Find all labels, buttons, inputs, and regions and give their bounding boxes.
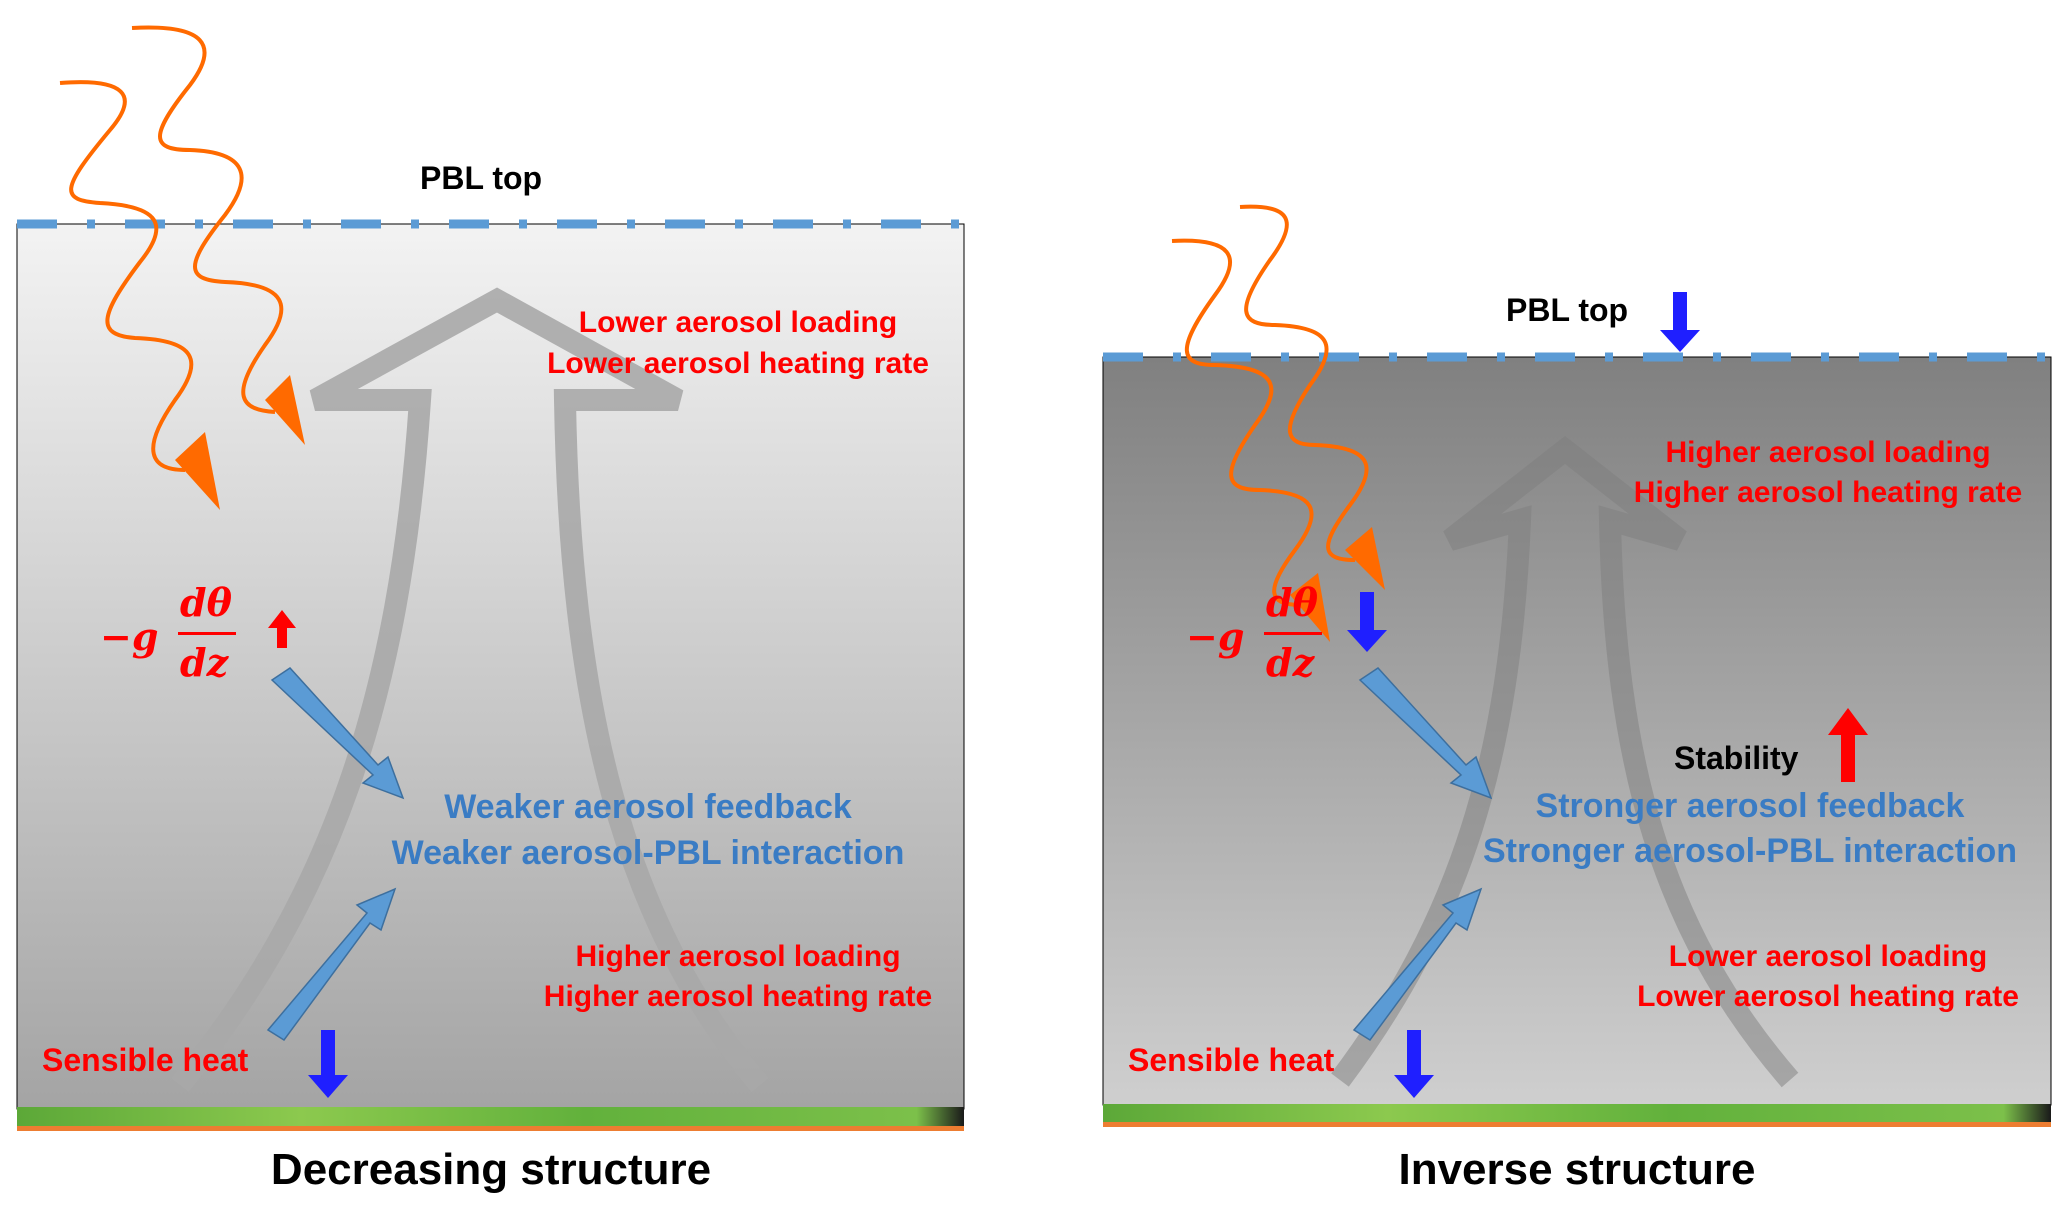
influence-arrow-icon <box>1358 667 1493 800</box>
lapse-rate-fraction-bar <box>1264 632 1322 635</box>
panel-title-inverse: Inverse structure <box>1398 1145 1756 1194</box>
ground-soil-inverse <box>1103 1122 2051 1127</box>
interaction-strength-decreasing: Weaker aerosol-PBL interaction <box>391 834 905 872</box>
pbl-box-inverse <box>1102 356 2052 1106</box>
panel-title-decreasing: Decreasing structure <box>270 1145 712 1194</box>
upper-aerosol-loading-inverse: Higher aerosol loading <box>1665 436 1991 469</box>
interaction-strength-inverse: Stronger aerosol-PBL interaction <box>1482 832 2018 870</box>
solar-arrowhead-icon <box>265 375 305 445</box>
decrease-arrow-icon <box>1394 1030 1434 1098</box>
influence-arrow-icon <box>270 667 405 800</box>
lower-aerosol-loading-inverse: Lower aerosol loading <box>1668 940 1988 973</box>
decrease-arrow-icon <box>308 1030 348 1098</box>
feedback-strength-decreasing: Weaker aerosol feedback <box>444 788 852 826</box>
feedback-strength-inverse: Stronger aerosol feedback <box>1535 787 1965 825</box>
panel-inverse <box>1102 204 2052 1127</box>
ground-grass-inverse <box>1103 1104 2051 1122</box>
thermal-updraft-icon <box>171 287 769 1093</box>
lapse-rate-numerator-inverse: dθ <box>1266 580 1318 625</box>
lapse-rate-prefix-decreasing: −g <box>100 614 159 659</box>
ground-grass-decreasing <box>17 1107 964 1126</box>
influence-arrow-icon <box>1352 887 1483 1042</box>
influence-arrow-icon <box>266 887 397 1042</box>
pbl-top-decrease-arrow-icon <box>1660 292 1700 352</box>
stability-label-inverse: Stability <box>1674 740 1799 776</box>
sensible-heat-label-inverse: Sensible heat <box>1128 1042 1335 1078</box>
lower-aerosol-heating-inverse: Lower aerosol heating rate <box>1637 980 2019 1013</box>
ground-soil-decreasing <box>17 1126 964 1131</box>
decrease-arrow-icon <box>1347 592 1387 652</box>
solar-arrowhead-icon <box>175 432 220 510</box>
lapse-rate-prefix-inverse: −g <box>1186 614 1245 659</box>
pbl-top-label-decreasing: PBL top <box>420 160 543 196</box>
lapse-rate-fraction-bar <box>178 632 236 635</box>
increase-arrow-icon <box>268 610 296 648</box>
sensible-heat-label-decreasing: Sensible heat <box>42 1042 249 1078</box>
thermal-updraft-icon <box>1331 436 1799 1088</box>
solar-radiation-icon <box>131 25 284 414</box>
lapse-rate-denominator-decreasing: dz <box>180 640 229 685</box>
solar-radiation-icon <box>1239 204 1369 562</box>
solar-arrowhead-icon <box>1290 573 1330 642</box>
panel-decreasing <box>16 25 965 1131</box>
lower-aerosol-loading-decreasing: Higher aerosol loading <box>575 940 901 973</box>
upper-aerosol-loading-decreasing: Lower aerosol loading <box>578 306 898 339</box>
lapse-rate-numerator-decreasing: dθ <box>180 580 232 625</box>
lower-aerosol-heating-decreasing: Higher aerosol heating rate <box>543 980 933 1013</box>
pbl-box-decreasing <box>16 223 965 1110</box>
upper-aerosol-heating-decreasing: Lower aerosol heating rate <box>547 347 929 380</box>
upper-aerosol-heating-inverse: Higher aerosol heating rate <box>1633 476 2023 509</box>
solar-radiation-icon <box>1171 238 1314 607</box>
solar-arrowhead-icon <box>1345 527 1385 590</box>
solar-radiation-icon <box>59 80 194 472</box>
increase-arrow-icon <box>1828 708 1868 782</box>
lapse-rate-denominator-inverse: dz <box>1266 640 1315 685</box>
pbl-top-label-inverse: PBL top <box>1506 292 1629 328</box>
